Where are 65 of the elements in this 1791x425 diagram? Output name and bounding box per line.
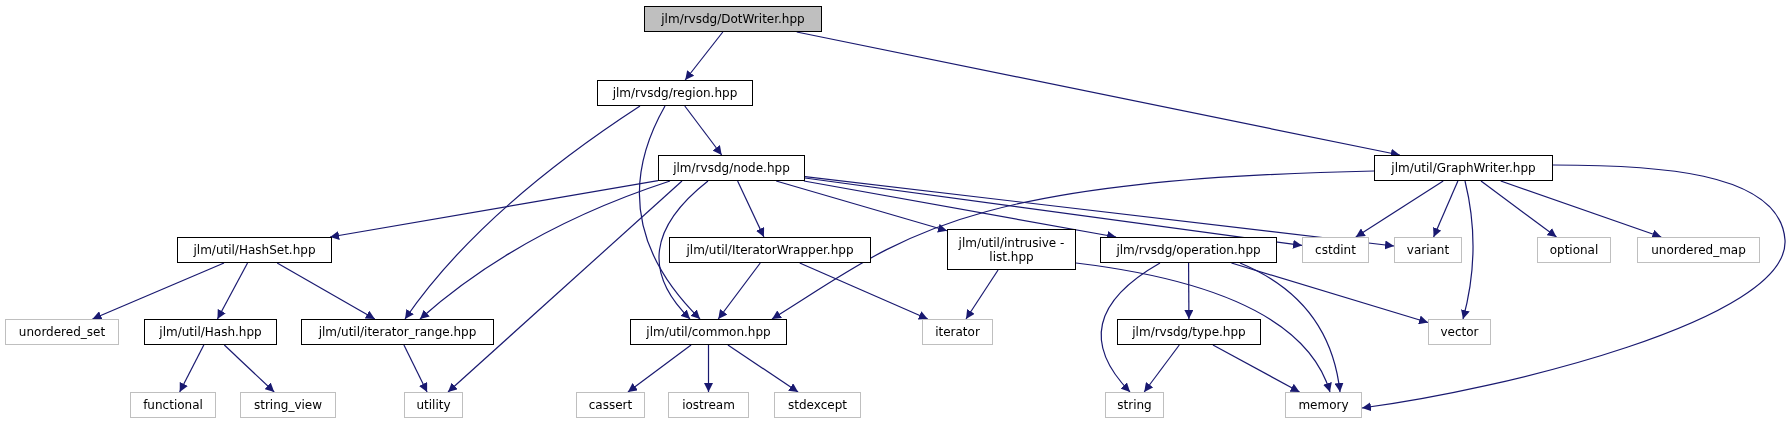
include-arrow <box>91 262 225 320</box>
include-arrow <box>419 180 671 320</box>
include-arrow <box>704 344 713 393</box>
include-arrow <box>404 105 641 320</box>
system-header-box: vector <box>1428 319 1491 345</box>
include-arrow <box>1143 344 1180 393</box>
include-arrow <box>1212 344 1301 393</box>
header-file-box: jlm/rvsdg/type.hpp <box>1117 319 1261 345</box>
system-header-box: iostream <box>668 392 749 418</box>
include-arrow <box>403 344 428 393</box>
include-arrow <box>737 180 765 238</box>
include-arrow <box>223 344 275 393</box>
include-arrow <box>799 262 929 320</box>
include-arrow <box>179 344 205 393</box>
header-file-box: jlm/rvsdg/node.hpp <box>658 155 805 181</box>
system-header-box: string <box>1105 392 1164 418</box>
system-header-box: optional <box>1537 237 1611 263</box>
system-header-box: stdexcept <box>774 392 861 418</box>
header-file-box: jlm/util/common.hpp <box>630 319 787 345</box>
include-arrow <box>1361 164 1786 412</box>
include-arrow <box>1230 262 1429 325</box>
system-header-box: utility <box>404 392 463 418</box>
header-file-box: jlm/util/Hash.hpp <box>144 319 277 345</box>
system-header-box: string_view <box>240 392 336 418</box>
include-arrow <box>1480 180 1558 238</box>
main-file-box: jlm/rvsdg/DotWriter.hpp <box>644 6 822 32</box>
include-arrow <box>627 344 692 393</box>
header-file-box: jlm/util/intrusive -list.hpp <box>947 229 1076 270</box>
header-file-box: jlm/util/IteratorWrapper.hpp <box>669 237 871 263</box>
system-header-box: iterator <box>922 319 993 345</box>
system-header-box: cassert <box>576 392 645 418</box>
include-arrow <box>1184 262 1194 320</box>
include-arrow <box>727 344 799 393</box>
include-arrow <box>804 177 1303 249</box>
include-arrow <box>638 105 701 320</box>
system-header-box: unordered_set <box>5 319 119 345</box>
include-arrow <box>658 180 709 320</box>
include-arrow <box>804 176 1395 250</box>
include-arrow <box>1500 180 1662 239</box>
include-arrow <box>1100 262 1161 393</box>
include-arrow <box>965 269 999 320</box>
system-header-box: memory <box>1285 392 1362 418</box>
system-header-box: unordered_map <box>1637 237 1760 263</box>
include-arrow <box>216 262 249 320</box>
header-file-box: jlm/util/HashSet.hpp <box>177 237 332 263</box>
system-header-box: variant <box>1394 237 1462 263</box>
header-file-box: jlm/util/iterator_range.hpp <box>301 319 494 345</box>
include-arrow <box>775 180 948 233</box>
include-arrow <box>771 170 1375 320</box>
include-arrow <box>1460 180 1474 320</box>
include-arrow <box>684 105 723 156</box>
include-arrow <box>447 180 683 393</box>
include-arrow <box>1355 180 1444 238</box>
include-arrow <box>276 262 376 320</box>
include-arrow <box>1239 262 1344 393</box>
header-file-box: jlm/util/GraphWriter.hpp <box>1374 155 1553 181</box>
header-file-box: jlm/rvsdg/operation.hpp <box>1100 237 1277 263</box>
include-arrow <box>684 31 724 81</box>
include-arrow <box>1075 262 1331 393</box>
include-arrow <box>717 262 761 320</box>
system-header-box: functional <box>130 392 216 418</box>
include-arrow <box>329 180 659 240</box>
header-file-box: jlm/rvsdg/region.hpp <box>597 80 753 106</box>
include-arrow <box>1433 180 1459 238</box>
system-header-box: cstdint <box>1302 237 1369 263</box>
